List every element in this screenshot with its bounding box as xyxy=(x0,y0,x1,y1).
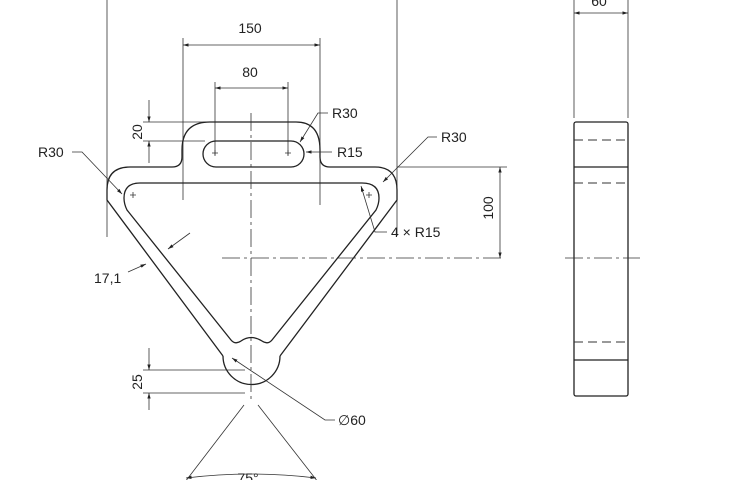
dim-20-text: 20 xyxy=(129,124,145,140)
handle-radius-label: R30 xyxy=(332,105,358,121)
angle-75: 75° xyxy=(185,404,317,480)
dim-17-1-text: 17,1 xyxy=(94,270,121,286)
centerlines xyxy=(130,113,505,400)
dim-80-text: 80 xyxy=(242,64,258,80)
diameter-label: ∅60 xyxy=(338,412,366,428)
dimension-25: 25 xyxy=(129,348,245,410)
dimension-150: 150 xyxy=(182,20,321,205)
dim-150-text: 150 xyxy=(238,20,262,36)
dim-100-text: 100 xyxy=(480,196,496,220)
dimension-80: 80 xyxy=(214,64,289,155)
side-view: 60 xyxy=(565,0,640,397)
left-corner-radius-label: R30 xyxy=(38,144,64,160)
dim-25-text: 25 xyxy=(129,374,145,390)
angle-text: 75° xyxy=(237,470,258,480)
dimension-20: 20 xyxy=(129,100,210,163)
dimension-17-1: 17,1 xyxy=(94,232,191,286)
inner-radii-label: 4 × R15 xyxy=(391,224,441,240)
dimension-100: 100 xyxy=(397,166,507,258)
right-corner-radius-label: R30 xyxy=(441,129,467,145)
part-outline xyxy=(106,121,398,386)
diameter-60: ∅60 xyxy=(231,357,366,428)
dim-60-text: 60 xyxy=(591,0,607,9)
slot-radius-label: R15 xyxy=(337,144,363,160)
radius-labels: R30 R15 R30 R30 4 × R15 xyxy=(38,105,467,240)
